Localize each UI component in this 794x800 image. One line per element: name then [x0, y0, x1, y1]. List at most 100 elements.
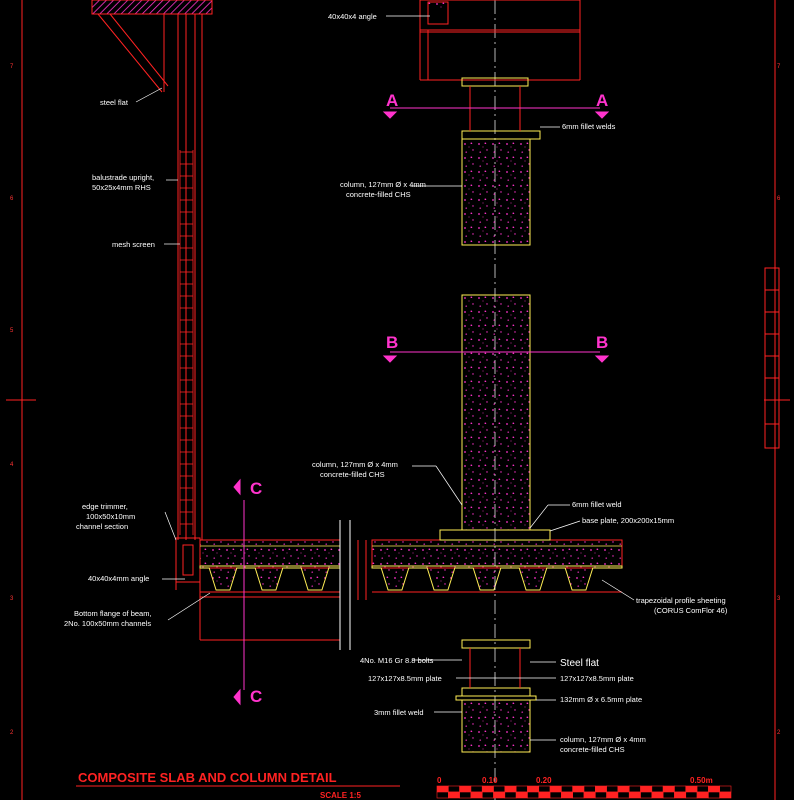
grid-number-7: 7 [10, 64, 14, 70]
label-bottom-2: 2No. 100x50mm channels [64, 619, 151, 628]
scale-cell [662, 785, 675, 793]
scale-bar: 0 0.10 0.20 0.50m [436, 776, 732, 799]
scale-cell [674, 785, 687, 793]
section-a-right: A [596, 91, 608, 110]
scale-cell [470, 791, 483, 799]
label-plate-132: 132mm Ø x 6.5mm plate [560, 695, 642, 704]
label-plate-left: 127x127x8.5mm plate [368, 674, 442, 683]
scale-cell [515, 791, 528, 799]
scale-cell [527, 791, 540, 799]
scale-cell [617, 785, 630, 793]
label-base-plate: base plate, 200x200x15mm [582, 516, 674, 525]
edge-trimmer [175, 537, 201, 640]
label-edge-2: 100x50x10mm [86, 512, 135, 521]
mesh-rungs [180, 151, 193, 525]
scale-cell [481, 791, 494, 799]
scale-cell [561, 785, 573, 793]
scale-cell [651, 791, 664, 799]
grid-number-7-right: 7 [777, 64, 781, 70]
scale-cell [719, 791, 732, 799]
scale-cell [504, 791, 517, 799]
label-balustrade-1: balustrade upright, [92, 173, 154, 182]
drawing-title: COMPOSITE SLAB AND COLUMN DETAIL [78, 770, 337, 785]
scale-cell [459, 791, 472, 799]
drawing-scale: SCALE 1:5 [320, 791, 361, 800]
label-angle-top: 40x40x4 angle [328, 12, 377, 21]
label-fillet-weld: 6mm fillet weld [572, 500, 622, 509]
scale-cell [459, 785, 472, 793]
scale-cell [436, 791, 449, 799]
scale-cell [470, 785, 483, 793]
scale-cell [493, 791, 506, 799]
scale-cell [640, 791, 653, 799]
label-column-mid-1: column, 127mm Ø x 4mm [312, 460, 398, 469]
scale-cell [493, 785, 506, 793]
scale-cell [561, 791, 573, 799]
scale-tick-020: 0.20 [536, 776, 552, 785]
label-edge-1: edge trimmer, [82, 502, 128, 511]
scale-cell [549, 791, 562, 799]
label-column-mid-2: concrete-filled CHS [320, 470, 385, 479]
scale-cell [538, 791, 551, 799]
scale-cell [515, 785, 528, 793]
grid-number-5: 5 [10, 328, 14, 334]
section-b-left: B [386, 333, 398, 352]
break-line [339, 520, 351, 650]
scale-cell [719, 785, 732, 793]
scale-cell [640, 785, 653, 793]
scale-tick-0: 0 [437, 776, 442, 785]
column-top [461, 138, 531, 246]
scale-cell [504, 785, 517, 793]
sheet-frame [6, 0, 790, 800]
scale-cell [628, 785, 641, 793]
slab-right [357, 539, 623, 600]
label-bolts: 4No. M16 Gr 8.8 bolts [360, 656, 434, 665]
scale-cell [696, 791, 709, 799]
scale-cell [685, 791, 698, 799]
scale-cell [628, 791, 641, 799]
scale-cell [617, 791, 630, 799]
label-steel-flat: steel flat [100, 98, 129, 107]
section-b-right: B [596, 333, 608, 352]
label-trap-2: (CORUS ComFlor 46) [654, 606, 728, 615]
scale-cell [481, 785, 494, 793]
scale-cell [583, 785, 596, 793]
section-c-marker [233, 478, 245, 706]
scale-cell [436, 785, 449, 793]
section-a-marker [382, 107, 610, 119]
scale-cell [448, 791, 460, 799]
top-slab-concrete [428, 0, 448, 8]
balustrade [97, 13, 203, 540]
slab-left [199, 539, 341, 641]
label-angle-mid: 40x40x4mm angle [88, 574, 149, 583]
label-edge-3: channel section [76, 522, 128, 531]
top-beam [419, 0, 581, 81]
scale-cell [606, 785, 619, 793]
grid-numbers-left: 7 6 5 4 3 2 [10, 64, 14, 736]
label-bottom-1: Bottom flange of beam, [74, 609, 152, 618]
scale-cell [606, 791, 619, 799]
scale-cell [674, 791, 687, 799]
scale-cell [527, 785, 540, 793]
scale-cells [436, 785, 732, 799]
label-balustrade-2: 50x25x4mm RHS [92, 183, 151, 192]
label-mesh-screen: mesh screen [112, 240, 155, 249]
grid-numbers-right: 7 6 3 2 [777, 64, 781, 736]
scale-cell [572, 785, 585, 793]
scale-cell [549, 785, 562, 793]
scale-cell [448, 785, 460, 793]
section-c-bottom: C [250, 687, 262, 706]
label-column-bot-2: concrete-filled CHS [560, 745, 625, 754]
scale-cell [708, 791, 720, 799]
top-slab-hatch [91, 0, 213, 15]
label-steel-flat-right: Steel flat [560, 658, 599, 669]
scale-cell [662, 791, 675, 799]
grid-number-2-right: 2 [777, 730, 781, 736]
section-a-left: A [386, 91, 398, 110]
grid-number-3-right: 3 [777, 596, 781, 602]
scale-cell [708, 785, 720, 793]
section-b-marker [382, 351, 610, 363]
scale-cell [572, 791, 585, 799]
label-column-top-2: concrete-filled CHS [346, 190, 411, 199]
